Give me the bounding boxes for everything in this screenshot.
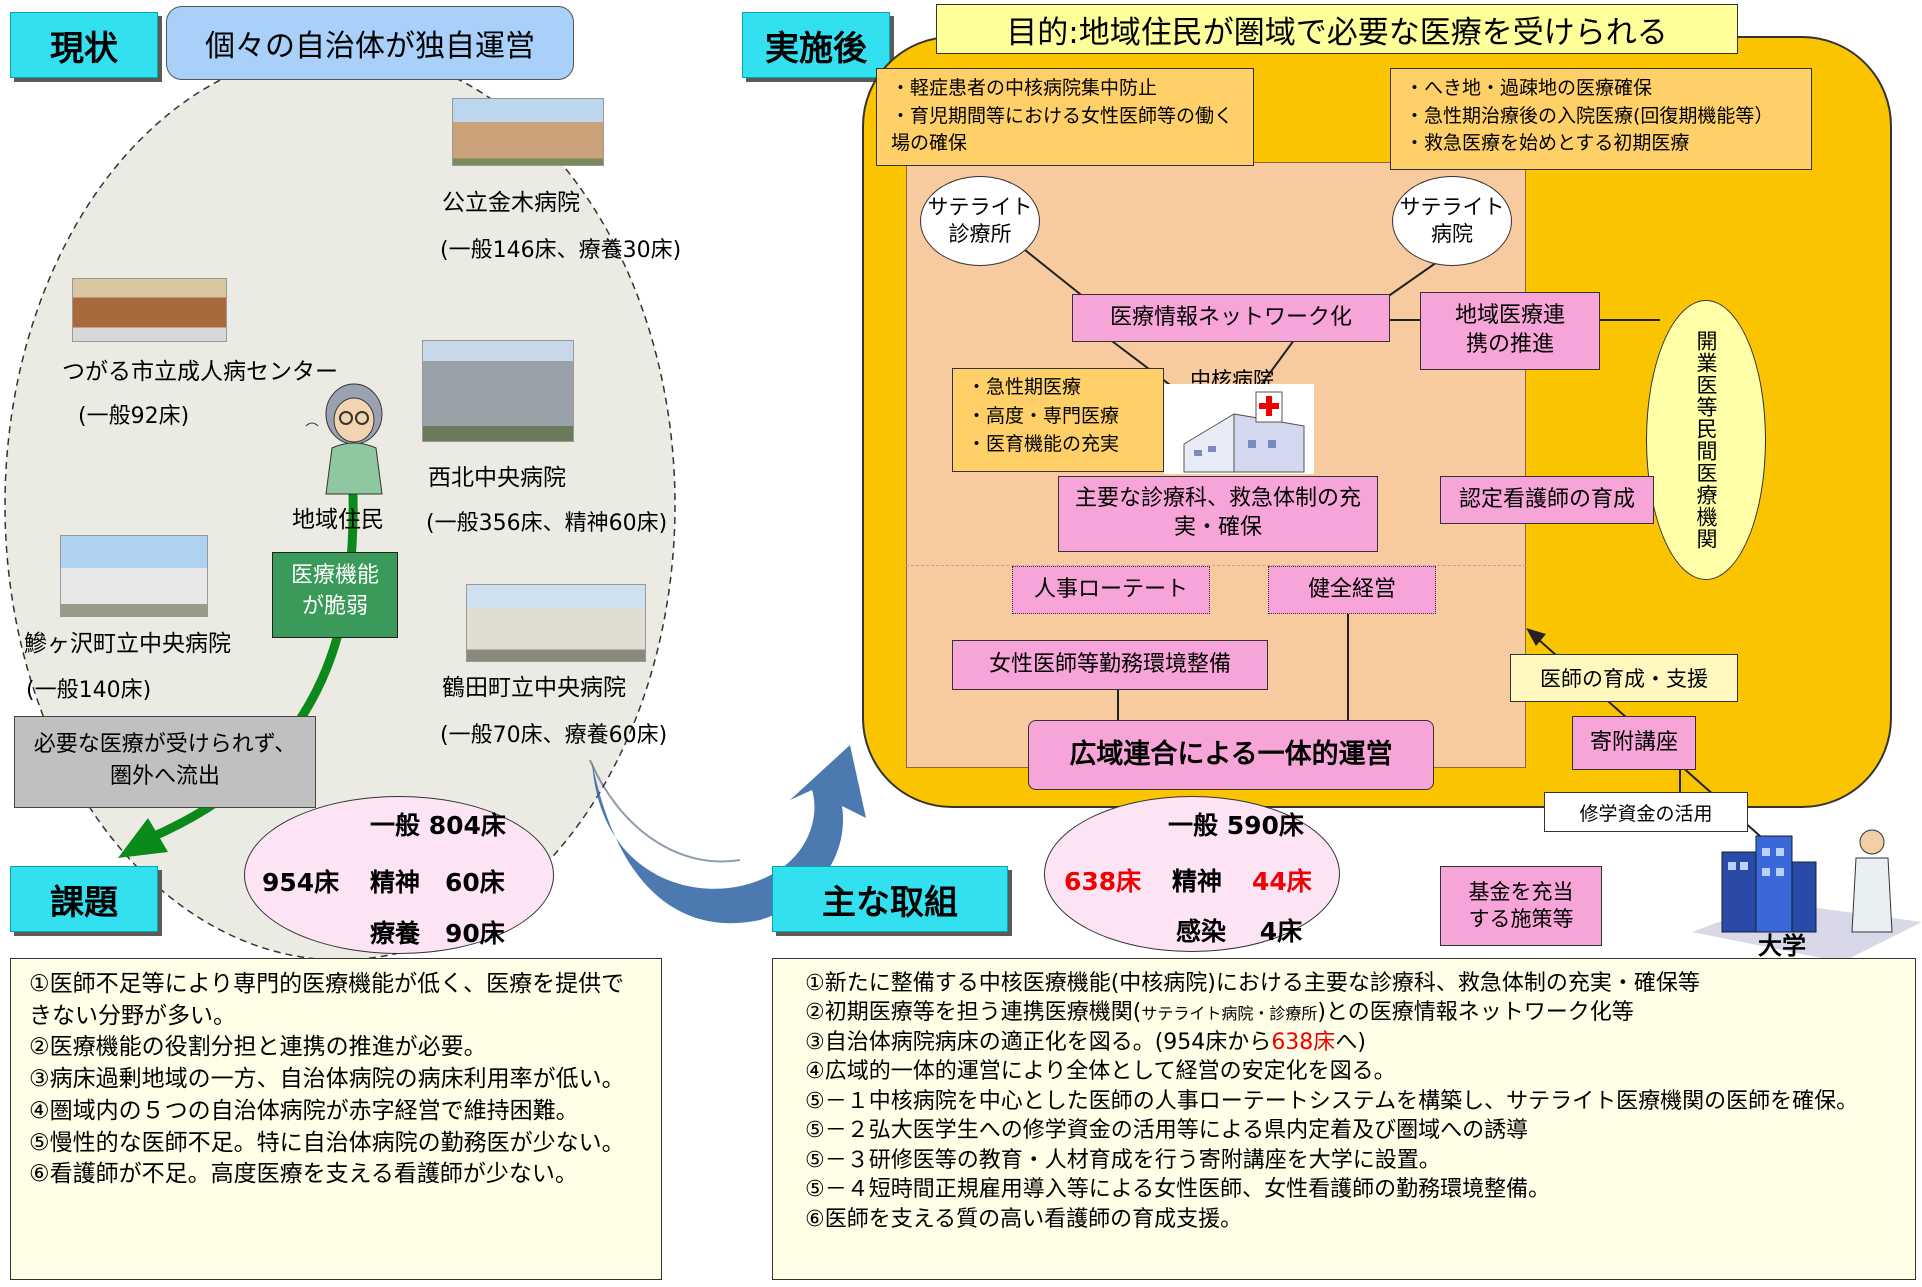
- private-institutions: 開業医等民間医療機関: [1646, 300, 1766, 580]
- acute-care-box: ・急性期医療 ・高度・専門医療 ・医育機能の充実: [952, 368, 1164, 472]
- acute-item: ・高度・専門医療: [967, 404, 1120, 427]
- goal-item: ・育児期間等における女性医師等の働く場の確保: [891, 104, 1234, 155]
- seihoku-hospital-name: 西北中央病院: [428, 465, 566, 491]
- measures-list: ①新たに整備する中核医療機能(中核病院)における主要な診療科、救急体制の充実・確…: [772, 958, 1916, 1280]
- measure-item: ②初期医療等を担う連携医療機関(サテライト病院・診療所)との医療情報ネットワーク…: [805, 1000, 1634, 1026]
- main-measures-tag: 主な取組: [772, 866, 1008, 932]
- beds-before-general: 一般 804床: [370, 811, 506, 840]
- regional-coop-box: 地域医療連 携の推進: [1420, 292, 1600, 370]
- beds-before-ellipse: [244, 796, 554, 954]
- purpose-banner: 目的:地域住民が圏域で必要な医療を受けられる: [936, 4, 1738, 54]
- measure-item: ⑤－３研修医等の教育・人材育成を行う寄附講座を大学に設置。: [805, 1147, 1441, 1173]
- tsugaru-center-photo: [72, 278, 227, 342]
- seihoku-hospital-photo: [422, 340, 574, 442]
- integrated-operation-box: 広域連合による一体的運営: [1028, 720, 1434, 790]
- after-implementation-tag: 実施後: [742, 12, 890, 78]
- seihoku-hospital-beds: (一般356床、精神60床): [426, 511, 668, 536]
- issue-item: ③病床過剰地域の一方、自治体病院の病床利用率が低い。: [29, 1066, 625, 1093]
- goals-left: ・軽症患者の中核病院集中防止 ・育児期間等における女性医師等の働く場の確保: [876, 68, 1254, 166]
- elderly-resident-icon: [305, 383, 383, 495]
- goal-item: ・救急医療を始めとする初期医療: [1405, 132, 1690, 155]
- network-box: 医療情報ネットワーク化: [1072, 294, 1390, 342]
- issues-list: ①医師不足等により専門的医療機能が低く、医療を提供できない分野が多い。 ②医療機…: [10, 958, 662, 1280]
- female-env-box: 女性医師等勤務環境整備: [952, 640, 1268, 690]
- goal-item: ・急性期治療後の入院医療(回復期機能等）: [1405, 104, 1774, 127]
- rotation-box: 人事ローテート: [1012, 566, 1210, 614]
- measure-item: ⑤－２弘大医学生への修学資金の活用等による県内定着及び圏域への誘導: [805, 1118, 1529, 1144]
- kanagi-hospital-photo: [452, 98, 604, 166]
- issue-item: ①医師不足等により専門的医療機能が低く、医療を提供できない分野が多い。: [29, 971, 625, 1029]
- beds-after-psych-value: 44床: [1252, 867, 1312, 896]
- goals-right: ・へき地・過疎地の医療確保 ・急性期治療後の入院医療(回復期機能等） ・救急医療…: [1390, 68, 1812, 170]
- satellite-clinic: サテライト 診療所: [920, 176, 1040, 266]
- kanagi-hospital-beds: (一般146床、療養30床): [440, 238, 682, 263]
- issue-item: ④圏域内の５つの自治体病院が赤字経営で維持困難。: [29, 1097, 579, 1124]
- tsugaru-center-beds: (一般92床): [78, 404, 190, 429]
- measure-item: ⑥医師を支える質の高い看護師の育成支援。: [805, 1206, 1243, 1232]
- satellite-hospital: サテライト 病院: [1392, 176, 1512, 266]
- current-status-title: 個々の自治体が独自運営: [166, 6, 574, 80]
- measure-item: ③自治体病院病床の適正化を図る。(954床から638床へ): [805, 1029, 1366, 1055]
- acute-item: ・急性期医療: [967, 376, 1082, 398]
- scholarship-box: 修学資金の活用: [1544, 792, 1748, 832]
- beds-after-psych-label: 精神: [1172, 867, 1223, 896]
- issues-tag: 課題: [10, 866, 158, 932]
- inner-divider-line: [906, 565, 1526, 566]
- ajigasawa-hospital-name: 鰺ヶ沢町立中央病院: [24, 631, 231, 657]
- university-label: 大学: [1758, 932, 1806, 960]
- beds-before-psych: 精神 60床: [370, 868, 505, 897]
- goal-item: ・へき地・過疎地の医療確保: [1405, 77, 1653, 99]
- beds-before-total: 954床: [262, 868, 340, 897]
- issue-item: ②医療機能の役割分担と連携の推進が必要。: [29, 1034, 487, 1061]
- beds-after-infect: 感染 4床: [1176, 917, 1303, 946]
- resident-label: 地域住民: [292, 507, 384, 533]
- measure-item: ①新たに整備する中核医療機能(中核病院)における主要な診療科、救急体制の充実・確…: [805, 971, 1700, 996]
- beds-after-general: 一般 590床: [1168, 811, 1304, 840]
- endowed-chair-box: 寄附講座: [1572, 716, 1696, 770]
- tsuruta-hospital-photo: [466, 584, 646, 662]
- beds-after-total: 638床: [1064, 867, 1142, 896]
- acute-item: ・医育機能の充実: [967, 433, 1120, 455]
- current-status-tag: 現状: [10, 12, 158, 78]
- goal-item: ・軽症患者の中核病院集中防止: [891, 77, 1158, 99]
- nurse-training-box: 認定看護師の育成: [1440, 476, 1654, 524]
- ajigasawa-hospital-beds: (一般140床): [26, 678, 152, 703]
- tsuruta-hospital-name: 鶴田町立中央病院: [442, 675, 626, 701]
- beds-before-care: 療養 90床: [370, 919, 505, 948]
- measure-item: ⑤－４短時間正規雇用導入等による女性医師、女性看護師の勤務環境整備。: [805, 1177, 1551, 1203]
- core-departments-box: 主要な診療科、救急体制の充 実・確保: [1058, 476, 1378, 552]
- beds-after-ellipse: [1044, 796, 1340, 952]
- issue-item: ⑤慢性的な医師不足。特に自治体病院の勤務医が少ない。: [29, 1129, 625, 1156]
- fund-box: 基金を充当 する施策等: [1440, 866, 1602, 946]
- sound-management-box: 健全経営: [1268, 566, 1436, 614]
- measure-item: ④広域的一体的運営により全体として経営の安定化を図る。: [805, 1059, 1396, 1085]
- private-institutions-label: 開業医等民間医療機関: [1694, 330, 1718, 550]
- kanagi-hospital-name: 公立金木病院: [442, 190, 580, 216]
- measure-item: ⑤－１中核病院を中心とした医師の人事ローテートシステムを構築し、サテライト医療機…: [805, 1088, 1859, 1114]
- university-building-icon: [1692, 829, 1922, 962]
- weak-function-label: 医療機能 が脆弱: [272, 552, 398, 638]
- doctor-support-box: 医師の育成・支援: [1510, 654, 1738, 702]
- issue-item: ⑥看護師が不足。高度医療を支える看護師が少ない。: [29, 1161, 578, 1188]
- tsugaru-center-name: つがる市立成人病センター: [62, 359, 338, 385]
- core-hospital-icon: [1164, 384, 1314, 474]
- tsuruta-hospital-beds: (一般70床、療養60床): [440, 723, 668, 748]
- outflow-label: 必要な医療が受けられず、 圏外へ流出: [14, 716, 316, 808]
- ajigasawa-hospital-photo: [60, 535, 208, 617]
